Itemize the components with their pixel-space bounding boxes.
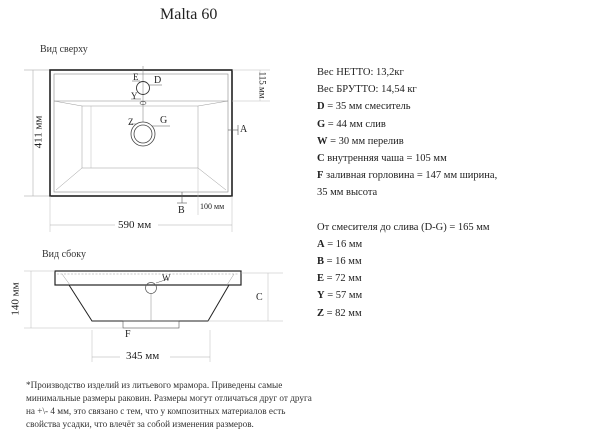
marker-b: B bbox=[178, 205, 185, 216]
marker-a: A bbox=[240, 124, 248, 135]
footnote: *Производство изделий из литьевого мрамо… bbox=[26, 380, 312, 429]
bottom-offset-dimension: 100 мм bbox=[200, 202, 225, 211]
top-offset-dimension: 115 мм bbox=[257, 71, 268, 99]
dg-distance: От смесителя до слива (D-G) = 165 мм bbox=[317, 221, 490, 233]
dim-z: Z = 82 мм bbox=[317, 307, 362, 319]
marker-w: W bbox=[162, 273, 171, 283]
marker-y: Y bbox=[131, 91, 138, 101]
dim-a: A = 16 мм bbox=[317, 238, 363, 250]
spec-w: W = 30 мм перелив bbox=[317, 135, 404, 147]
page-title: Malta 60 bbox=[160, 6, 218, 23]
marker-f: F bbox=[125, 329, 131, 340]
top-view-drawing bbox=[24, 66, 270, 232]
dim-e: E = 72 мм bbox=[317, 273, 362, 285]
specifications-list: Вес НЕТТО: 13,2кг Вес БРУТТО: 14,54 кг D… bbox=[317, 64, 497, 322]
side-view-label: Вид сбоку bbox=[42, 249, 86, 260]
spec-g: G = 44 мм слив bbox=[317, 118, 386, 130]
gross-weight: Вес БРУТТО: 14,54 кг bbox=[317, 84, 417, 96]
base-width-dimension: 345 мм bbox=[126, 350, 160, 362]
net-weight: Вес НЕТТО: 13,2кг bbox=[317, 67, 404, 78]
width-dimension: 590 мм bbox=[118, 219, 152, 231]
dim-y: Y = 57 мм bbox=[317, 290, 363, 302]
side-view-drawing bbox=[24, 270, 283, 362]
marker-e: E bbox=[133, 72, 139, 82]
spec-d: D = 35 мм смеситель bbox=[317, 101, 411, 113]
spec-f: F заливная горловина = 147 мм ширина, bbox=[317, 170, 498, 182]
marker-g: G bbox=[160, 115, 168, 126]
marker-c: C bbox=[256, 292, 263, 303]
marker-d: D bbox=[154, 75, 162, 86]
side-height-dimension: 140 мм bbox=[9, 282, 22, 316]
marker-z: Z bbox=[128, 117, 134, 127]
dim-b: B = 16 мм bbox=[317, 256, 362, 268]
spec-f-height: 35 мм высота bbox=[317, 187, 378, 199]
height-dimension: 411 мм bbox=[32, 115, 45, 149]
spec-c: C внутренняя чаша = 105 мм bbox=[317, 153, 447, 165]
top-view-label: Вид сверху bbox=[40, 44, 88, 55]
